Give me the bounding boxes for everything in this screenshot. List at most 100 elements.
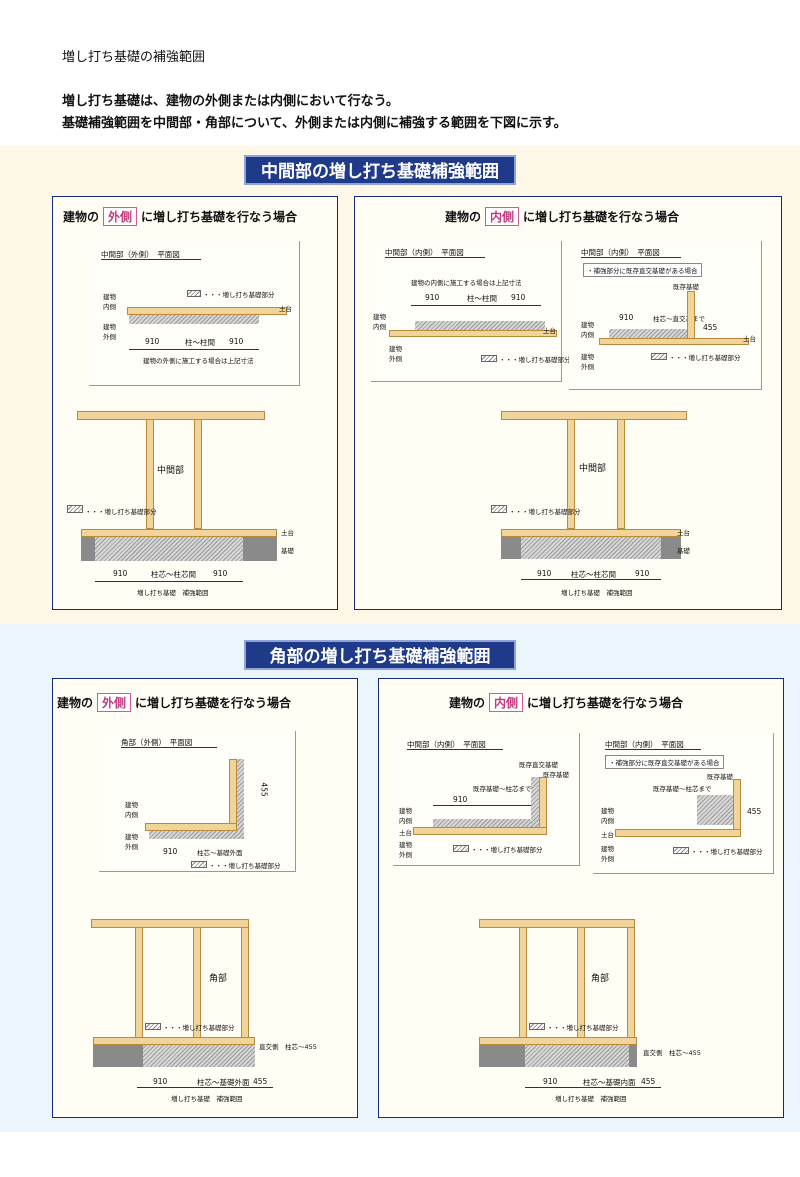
corner-outside-title: 建物の外側に増し打ち基礎を行なう場合	[57, 693, 291, 712]
outside-label: 建物外側	[103, 323, 116, 341]
elev-label: 角部	[209, 974, 228, 984]
elev-dim-left: 910	[153, 1077, 168, 1086]
mid-outside-plan: 中間部（外側） 平面図 建物内側 建物外側 ・・・増し打ち基礎部分 土台 910…	[89, 241, 300, 386]
elev-dim-left: 910	[537, 569, 552, 578]
plan1-existing: 既存直交基礎	[519, 761, 558, 769]
elev-caption: 増し打ち基礎 補強範囲	[137, 589, 209, 597]
plan2-inside: 建物内側	[581, 321, 594, 339]
plan-title: 角部（外側） 平面図	[121, 738, 193, 747]
plan1-sill-label: 土台	[543, 327, 556, 335]
elev-found-label: 基礎	[281, 547, 294, 555]
corner-reinforce-h	[149, 831, 244, 839]
elev-dim-right: 455	[641, 1077, 656, 1086]
mid-inside-highlight: 内側	[485, 207, 520, 226]
mid-outside-highlight: 外側	[103, 207, 138, 226]
elev-reinforce	[521, 537, 661, 559]
plan2-existing: 既存基礎	[707, 773, 733, 781]
elev-caption: 増し打ち基礎 補強範囲	[555, 1095, 627, 1103]
elev-label: 中間部	[579, 464, 607, 474]
elev-dim-mid: 柱芯～柱芯間	[571, 570, 616, 579]
mid-inside-plan-2: 中間部（内側） 平面図 ・補強部分に既存直交基礎がある場合 既存基礎 910 柱…	[569, 241, 762, 390]
plan1-dim-label: 既存基礎～柱芯まで	[473, 785, 532, 793]
elev-dim-right: 910	[635, 569, 650, 578]
plan2-sill-label: 土台	[601, 831, 614, 839]
plan2-title: 中間部（内側） 平面図	[605, 740, 684, 749]
corner-inside-plan-2: 中間部（内側） 平面図 ・補強部分に既存直交基礎がある場合 既存基礎 既存基礎～…	[593, 733, 774, 874]
corner-post-v	[229, 759, 237, 831]
post-left	[567, 419, 575, 529]
plan1-reinforce-h	[433, 819, 531, 827]
plan2-reinforce	[697, 795, 733, 825]
elev-sill	[479, 1037, 637, 1045]
inside-label: 建物内側	[125, 801, 138, 819]
elev-reinforce	[95, 537, 243, 561]
plan2-sill	[615, 829, 741, 837]
top-beam	[91, 919, 249, 928]
elev-legend-swatch	[529, 1023, 545, 1030]
mid-outside-title: 建物の外側に増し打ち基礎を行なう場合	[63, 207, 297, 226]
page-title: 増し打ち基礎の補強範囲	[62, 50, 206, 65]
corner-inside-highlight: 内側	[489, 693, 524, 712]
corner-inside-plan-1: 中間部（内側） 平面図 既存直交基礎 既存基礎 既存基礎～柱芯まで 910 建物…	[393, 733, 580, 866]
post-right	[617, 419, 625, 529]
mid-inside-plan-1: 中間部（内側） 平面図 建物の内側に施工する場合は上記寸法 910 柱～柱間 9…	[371, 241, 571, 382]
elev-legend-swatch	[491, 505, 507, 513]
elev-sill-label: 土台	[677, 529, 690, 537]
plan1-outside: 建物外側	[399, 841, 412, 859]
plan1-dim-left: 910	[425, 293, 440, 302]
plan1-sill-label: 土台	[399, 829, 412, 837]
corner-sill	[145, 823, 237, 831]
elev-dim-mid: 柱芯～基礎内面	[583, 1078, 636, 1087]
post-left	[135, 927, 143, 1039]
plan-note: 建物の外側に施工する場合は上記寸法	[143, 357, 254, 365]
plan2-outside: 建物外側	[581, 353, 594, 371]
reinforce-strip	[129, 315, 259, 324]
plan1-sill	[389, 330, 557, 337]
elev-legend: ・・・増し打ち基礎部分	[163, 1024, 235, 1032]
plan2-note: ・補強部分に既存直交基礎がある場合	[605, 755, 724, 769]
plan1-inside: 建物内側	[373, 313, 386, 331]
elev-side: 直交側 柱芯～455	[643, 1049, 701, 1057]
elev-legend-swatch	[145, 1023, 161, 1030]
plan1-title: 中間部（内側） 平面図	[407, 740, 486, 749]
mid-inside-title: 建物の内側に増し打ち基礎を行なう場合	[445, 207, 679, 226]
mid-section-banner: 中間部の増し打ち基礎補強範囲	[244, 155, 516, 185]
plan2-legend-swatch	[673, 847, 689, 854]
plan2-cross-beam	[687, 291, 695, 339]
plan2-dim-label: 既存基礎～柱芯まで	[653, 785, 712, 793]
plan2-note: ・補強部分に既存直交基礎がある場合	[583, 263, 702, 277]
outside-label: 建物外側	[125, 833, 138, 851]
elev-label: 中間部	[157, 466, 185, 476]
elev-label: 角部	[591, 974, 610, 984]
sill-beam	[127, 307, 287, 315]
plan1-dim-mid: 柱～柱間	[467, 294, 497, 303]
elev-sill	[501, 529, 681, 537]
plan2-legend: ・・・増し打ち基礎部分	[691, 848, 763, 856]
legend-text: ・・・増し打ち基礎部分	[203, 291, 275, 299]
corner-outside-panel: 建物の外側に増し打ち基礎を行なう場合 角部（外側） 平面図 455 建物内側 建…	[52, 678, 358, 1118]
plan2-existing: 既存基礎	[673, 283, 699, 291]
plan2-dim-v: 455	[703, 323, 718, 332]
elev-dim-left: 910	[543, 1077, 558, 1086]
elev-reinforce	[525, 1045, 629, 1067]
plan1-title: 中間部（内側） 平面図	[385, 248, 464, 257]
post-corner	[241, 927, 249, 1039]
elev-reinforce	[143, 1045, 255, 1067]
mid-inside-panel: 建物の内側に増し打ち基礎を行なう場合 中間部（内側） 平面図 建物の内側に施工す…	[354, 196, 782, 610]
elev-dim-right: 455	[253, 1077, 268, 1086]
plan1-reinforce-v	[531, 777, 539, 827]
elev-sill-label: 土台	[281, 529, 294, 537]
dim-right: 910	[229, 337, 244, 346]
elev-legend: ・・・増し打ち基礎部分	[509, 508, 581, 516]
legend-swatch	[187, 290, 201, 297]
plan1-sill	[413, 827, 547, 835]
elev-sill	[93, 1037, 255, 1045]
plan2-title: 中間部（内側） 平面図	[581, 248, 660, 257]
plan2-dim-label: 柱芯～直交芯まで	[653, 315, 705, 323]
corner-inside-title: 建物の内側に増し打ち基礎を行なう場合	[449, 693, 683, 712]
plan1-inside: 建物内側	[399, 807, 412, 825]
top-beam	[77, 411, 265, 420]
corner-reinforce-v	[237, 759, 244, 831]
corner-outside-plan: 角部（外側） 平面図 455 建物内側 建物外側 910 柱芯～基礎外面 ・・・…	[99, 731, 296, 872]
inside-label: 建物内側	[103, 293, 116, 311]
